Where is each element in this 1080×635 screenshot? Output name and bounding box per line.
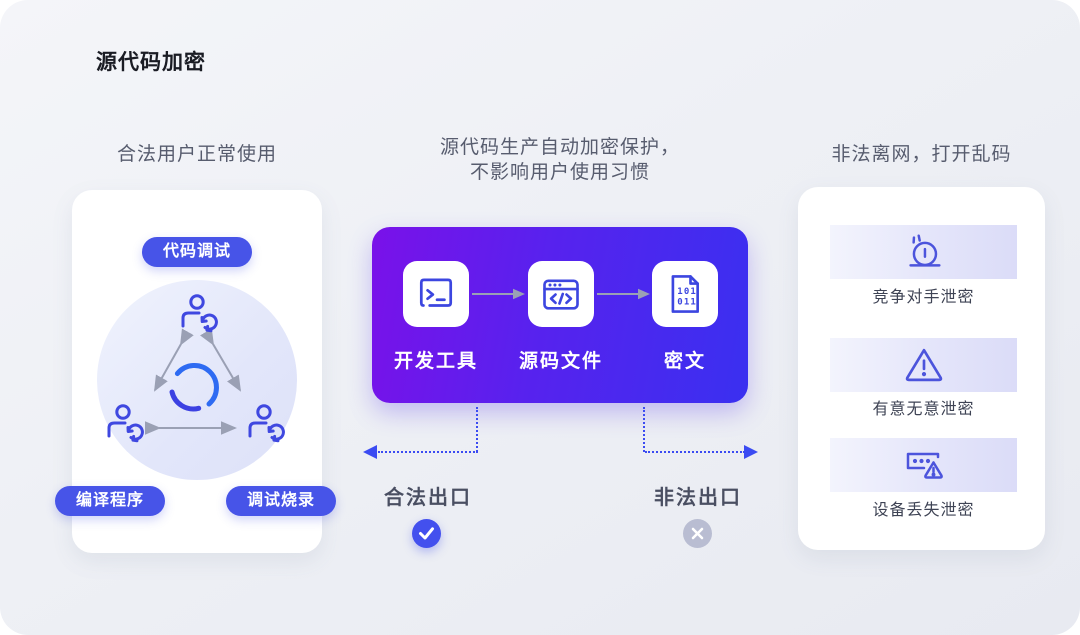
cipher-file-icon: 101 011: [671, 275, 699, 313]
middle-heading-line1: 源代码生产自动加密保护，: [439, 137, 680, 158]
terminal-icon: [419, 278, 453, 307]
risk-tile-competitor: [830, 225, 1017, 279]
svg-text:011: 011: [677, 297, 697, 307]
warning-triangle-icon: [905, 348, 942, 382]
risk-tile-device-lost: [830, 438, 1017, 492]
left-column-heading: 合法用户正常使用: [116, 144, 277, 165]
risk-tile-intentional: [830, 338, 1017, 392]
code-file-icon: [543, 279, 579, 310]
password-leak-icon: [906, 452, 943, 479]
middle-column-heading: 源代码生产自动加密保护， 不影响用户使用习惯: [372, 135, 748, 185]
flow-step-source-file: [528, 261, 594, 327]
risk-label-intentional: 有意无意泄密: [872, 401, 975, 418]
user-sync-icon: [181, 294, 218, 333]
flow-step-cipher-text: 101 011: [652, 261, 718, 327]
leak-risk-card: 竞争对手泄密 有意无意泄密 设备丢失泄密: [798, 187, 1045, 550]
encryption-flow-box: 101 011 开发工具 源码文件 密文: [372, 227, 748, 403]
svg-text:101: 101: [677, 287, 697, 297]
flow-label-source-file: 源码文件: [518, 351, 604, 372]
illegal-exit-dotted-vertical: [643, 407, 645, 452]
illegal-exit-label: 非法出口: [654, 487, 742, 509]
illegal-exit-dotted-horizontal: [645, 451, 745, 453]
middle-heading-line2: 不影响用户使用习惯: [469, 162, 650, 183]
flow-arrow-icon: [597, 288, 650, 300]
flow-step-dev-tool: [403, 261, 469, 327]
sync-spinner-icon: [169, 362, 219, 412]
illegal-exit-arrowhead-icon: [744, 445, 758, 459]
badge-code-debug: 代码调试: [141, 237, 253, 267]
user-sync-icon: [107, 404, 144, 443]
user-sync-icon: [248, 404, 285, 443]
check-icon: [412, 519, 441, 548]
right-column-heading: 非法离网，打开乱码: [831, 144, 1012, 165]
risk-label-device-lost: 设备丢失泄密: [872, 502, 975, 519]
user-collab-diagram: [107, 294, 285, 443]
legal-exit-arrowhead-icon: [363, 445, 377, 459]
cross-icon: [683, 519, 712, 548]
risk-label-competitor: 竞争对手泄密: [872, 289, 975, 306]
badge-compile-program: 编译程序: [55, 486, 166, 516]
legal-exit-dotted-vertical: [476, 407, 478, 452]
flow-arrow-icon: [472, 288, 525, 300]
alarm-icon: [908, 234, 941, 267]
triangle-arrows: [145, 328, 242, 435]
flow-label-cipher-text: 密文: [663, 351, 707, 372]
legal-exit-label: 合法出口: [384, 487, 472, 509]
legal-exit-dotted-horizontal: [378, 451, 478, 453]
flow-label-dev-tool: 开发工具: [393, 351, 479, 372]
page-title: 源代码加密: [96, 51, 206, 74]
badge-debug-burn: 调试烧录: [226, 486, 337, 516]
